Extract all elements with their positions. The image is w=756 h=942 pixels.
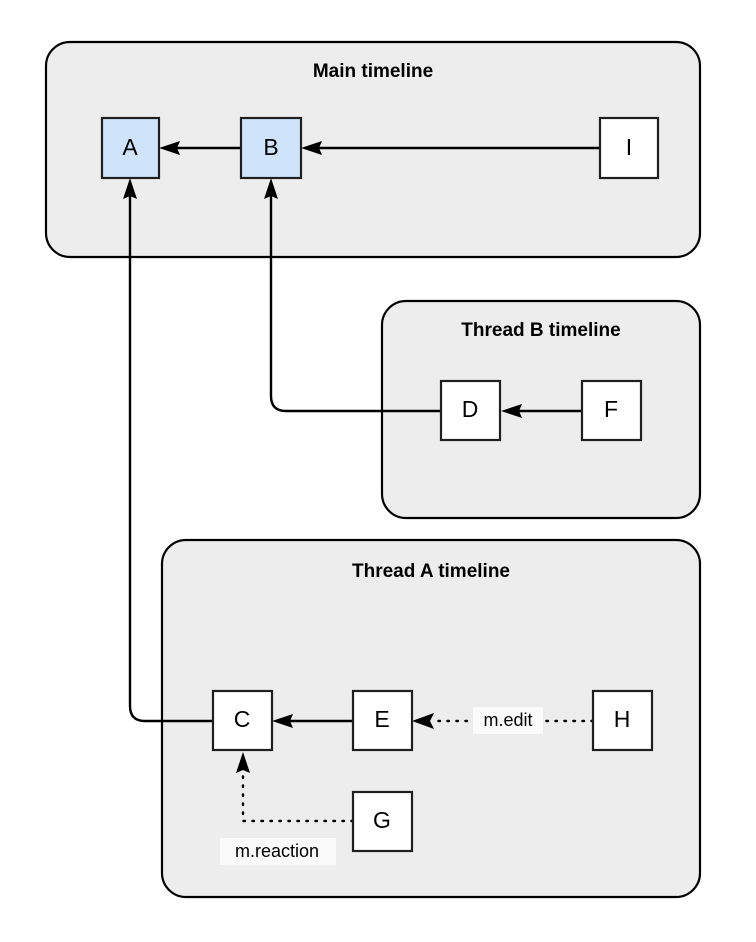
node-c-box <box>211 689 274 752</box>
group-thread-a-timeline-title: Thread A timeline <box>352 561 510 582</box>
node-h[interactable]: H <box>591 689 654 752</box>
node-f-label: F <box>604 396 618 422</box>
group-thread-b-timeline[interactable]: Thread B timeline <box>380 299 702 520</box>
group-thread-b-timeline-box <box>380 299 702 520</box>
node-a-box <box>100 116 161 180</box>
node-f-box <box>580 379 643 442</box>
node-d-label: D <box>462 396 479 422</box>
node-i-box <box>598 116 660 180</box>
node-e-label: E <box>374 706 389 732</box>
edge-e-to-c <box>272 714 353 728</box>
node-c[interactable]: C <box>211 689 274 752</box>
node-i-label: I <box>626 134 632 160</box>
edge-d-to-b <box>264 178 441 413</box>
node-h-label: H <box>614 706 631 732</box>
node-b[interactable]: B <box>239 116 303 180</box>
node-e-box <box>351 689 414 752</box>
edge-label-reaction-background <box>220 838 336 865</box>
node-a-label: A <box>122 134 138 160</box>
node-b-label: B <box>263 134 278 160</box>
node-a[interactable]: A <box>100 116 161 180</box>
node-h-box <box>591 689 654 752</box>
edge-f-to-d <box>501 404 582 418</box>
group-main-timeline-title: Main timeline <box>313 61 433 82</box>
edge-label-edit: m.edit <box>483 710 532 730</box>
node-g-box <box>351 790 414 853</box>
node-f[interactable]: F <box>580 379 643 442</box>
group-thread-b-timeline-title: Thread B timeline <box>461 320 620 341</box>
edge-b-to-a <box>159 141 240 155</box>
node-i[interactable]: I <box>598 116 660 180</box>
node-e[interactable]: E <box>351 689 414 752</box>
node-g[interactable]: G <box>351 790 414 853</box>
edge-label-edit-background <box>473 707 543 734</box>
edge-g-to-c: m.reaction <box>220 752 355 865</box>
edge-label-reaction: m.reaction <box>235 841 319 861</box>
node-g-label: G <box>373 807 391 833</box>
edge-i-to-b <box>301 141 600 155</box>
node-d[interactable]: D <box>439 379 502 442</box>
node-d-box <box>439 379 502 442</box>
node-c-label: C <box>234 706 251 732</box>
edge-c-to-a <box>123 178 213 723</box>
group-main-timeline-box <box>44 40 702 259</box>
node-b-box <box>239 116 303 180</box>
edge-h-to-e: m.edit <box>412 707 595 734</box>
group-main-timeline[interactable]: Main timeline <box>44 40 702 259</box>
